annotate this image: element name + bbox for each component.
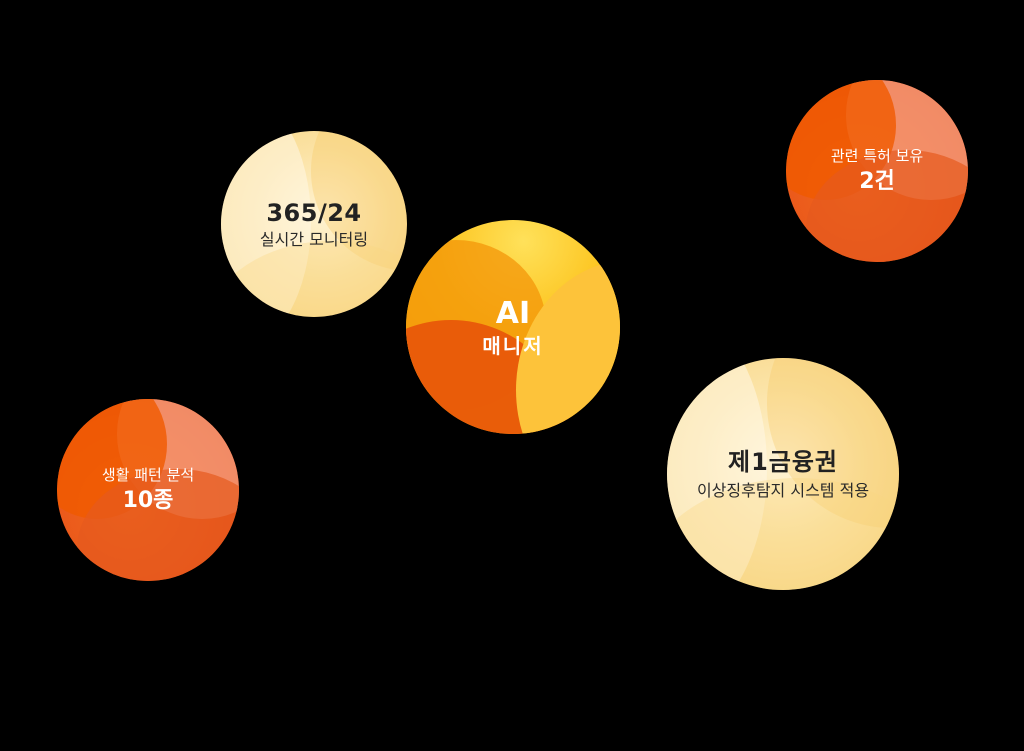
bubble-patents: 관련 특허 보유 2건 [786,80,968,262]
bubble-subtitle: 10종 [122,487,174,513]
bubble-subtitle: 2건 [859,168,895,194]
bubble-subtitle: 이상징후탐지 시스템 적용 [696,481,870,500]
decorative-layer [667,358,767,590]
bubble-financial-grade: 제1금융권 이상징후탐지 시스템 적용 [667,358,899,590]
bubble-title: 관련 특허 보유 [830,146,924,165]
bubble-subtitle: 매니저 [482,334,544,359]
bubble-title: AI [495,295,531,331]
bubble-title: 365/24 [266,199,362,227]
bubble-ai-manager: AI 매니저 [406,220,620,434]
bubble-title: 생활 패턴 분석 [101,465,195,484]
bubble-life-pattern: 생활 패턴 분석 10종 [57,399,239,581]
bubble-subtitle: 실시간 모니터링 [259,230,369,249]
bubble-realtime-monitoring: 365/24 실시간 모니터링 [221,131,407,317]
decorative-layer [221,131,311,317]
bubble-title: 제1금융권 [727,448,839,476]
